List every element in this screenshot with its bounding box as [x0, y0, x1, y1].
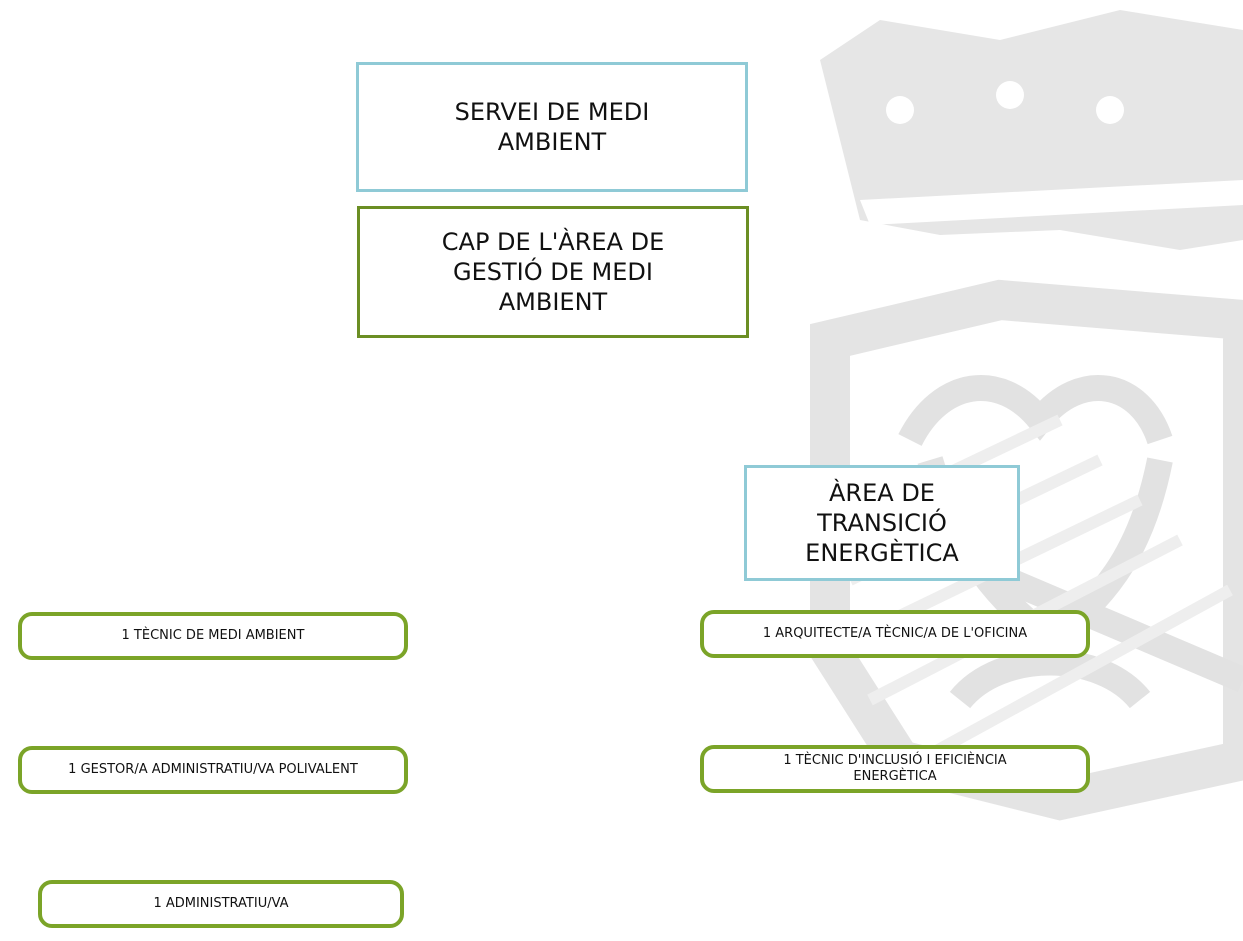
staff-item-inclusion-efficiency-technician: 1 TÈCNIC D'INCLUSIÓ I EFICIÈNCIA ENERGÈT…: [700, 745, 1090, 793]
energy-transition-area-box: ÀREA DE TRANSICIÓ ENERGÈTICA: [744, 465, 1020, 581]
staff-item-administrative: 1 ADMINISTRATIU/VA: [38, 880, 404, 928]
staff-item-administrative-manager: 1 GESTOR/A ADMINISTRATIU/VA POLIVALENT: [18, 746, 408, 794]
head-of-area-label: CAP DE L'ÀREA DE GESTIÓ DE MEDI AMBIENT: [441, 228, 665, 316]
staff-item-environment-technician: 1 TÈCNIC DE MEDI AMBIENT: [18, 612, 408, 660]
head-of-area-box: CAP DE L'ÀREA DE GESTIÓ DE MEDI AMBIENT: [357, 206, 749, 338]
staff-item-label: 1 ARQUITECTE/A TÈCNIC/A DE L'OFICINA: [762, 626, 1028, 641]
staff-item-label: 1 ADMINISTRATIU/VA: [153, 896, 289, 911]
staff-item-label: 1 TÈCNIC D'INCLUSIÓ I EFICIÈNCIA ENERGÈT…: [783, 753, 1007, 784]
energy-transition-area-label: ÀREA DE TRANSICIÓ ENERGÈTICA: [805, 479, 959, 567]
staff-item-label: 1 TÈCNIC DE MEDI AMBIENT: [121, 628, 305, 643]
service-box-label: SERVEI DE MEDI AMBIENT: [454, 98, 650, 156]
staff-item-technical-architect: 1 ARQUITECTE/A TÈCNIC/A DE L'OFICINA: [700, 610, 1090, 658]
staff-item-label: 1 GESTOR/A ADMINISTRATIU/VA POLIVALENT: [68, 762, 358, 777]
service-box: SERVEI DE MEDI AMBIENT: [356, 62, 748, 192]
